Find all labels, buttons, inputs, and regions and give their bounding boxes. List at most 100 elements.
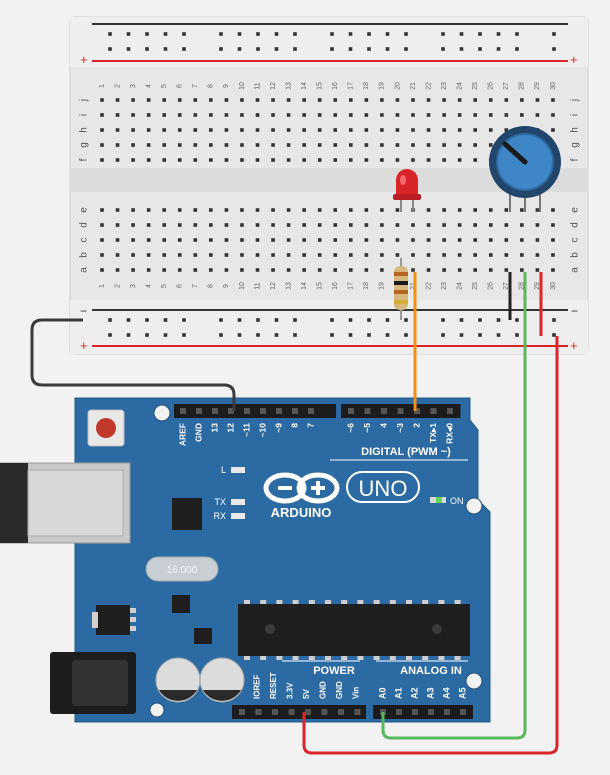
breadboard-hole[interactable] (209, 268, 213, 272)
breadboard-hole[interactable] (162, 98, 166, 102)
rail-hole[interactable] (459, 333, 464, 337)
header-pin[interactable] (212, 408, 218, 414)
breadboard-hole[interactable] (333, 158, 338, 162)
breadboard-hole[interactable] (224, 128, 229, 132)
breadboard-hole[interactable] (333, 223, 338, 227)
breadboard-hole[interactable] (131, 98, 135, 102)
breadboard-hole[interactable] (457, 113, 462, 117)
breadboard-hole[interactable] (115, 268, 120, 272)
breadboard-hole[interactable] (364, 268, 369, 272)
breadboard-hole[interactable] (349, 238, 353, 242)
breadboard-hole[interactable] (442, 208, 446, 212)
rail-hole[interactable] (145, 333, 149, 337)
breadboard-hole[interactable] (535, 98, 540, 102)
breadboard-hole[interactable] (488, 143, 493, 147)
breadboard-hole[interactable] (209, 238, 213, 242)
breadboard-hole[interactable] (100, 268, 104, 272)
rail-hole[interactable] (126, 318, 131, 322)
rail-hole[interactable] (552, 318, 556, 322)
breadboard-hole[interactable] (411, 98, 415, 102)
header-pin[interactable] (292, 408, 298, 414)
breadboard-hole[interactable] (193, 208, 198, 212)
rail-hole[interactable] (274, 333, 279, 337)
breadboard-hole[interactable] (442, 238, 446, 242)
breadboard-hole[interactable] (395, 98, 400, 102)
breadboard-hole[interactable] (504, 98, 509, 102)
breadboard-hole[interactable] (473, 208, 477, 212)
rail-hole[interactable] (108, 318, 112, 322)
breadboard-hole[interactable] (473, 98, 477, 102)
breadboard-hole[interactable] (411, 268, 415, 272)
breadboard-hole[interactable] (442, 268, 446, 272)
breadboard-hole[interactable] (380, 98, 384, 102)
breadboard-hole[interactable] (240, 208, 244, 212)
breadboard-hole[interactable] (520, 253, 524, 257)
breadboard-hole[interactable] (131, 208, 135, 212)
breadboard-hole[interactable] (209, 143, 213, 147)
breadboard-hole[interactable] (364, 143, 369, 147)
rail-hole[interactable] (404, 47, 408, 51)
breadboard-hole[interactable] (333, 253, 338, 257)
breadboard-hole[interactable] (317, 208, 322, 212)
breadboard-hole[interactable] (131, 253, 135, 257)
rail-hole[interactable] (515, 333, 519, 337)
breadboard-hole[interactable] (488, 253, 493, 257)
header-pin[interactable] (447, 408, 453, 414)
breadboard-hole[interactable] (271, 268, 275, 272)
breadboard-hole[interactable] (520, 268, 524, 272)
breadboard-hole[interactable] (255, 223, 260, 227)
breadboard-hole[interactable] (255, 128, 260, 132)
rail-hole[interactable] (478, 32, 482, 36)
breadboard-hole[interactable] (551, 268, 555, 272)
breadboard-hole[interactable] (535, 113, 540, 117)
rail-hole[interactable] (496, 333, 501, 337)
breadboard-hole[interactable] (520, 98, 524, 102)
breadboard-hole[interactable] (364, 158, 369, 162)
breadboard-hole[interactable] (255, 253, 260, 257)
breadboard-hole[interactable] (380, 208, 384, 212)
breadboard-hole[interactable] (177, 143, 182, 147)
rail-hole[interactable] (515, 32, 519, 36)
digital-pin-header[interactable] (174, 404, 461, 418)
breadboard-hole[interactable] (349, 253, 353, 257)
breadboard-hole[interactable] (255, 268, 260, 272)
breadboard-hole[interactable] (442, 98, 446, 102)
breadboard-hole[interactable] (146, 158, 151, 162)
breadboard-hole[interactable] (457, 223, 462, 227)
rail-hole[interactable] (219, 32, 223, 36)
breadboard-hole[interactable] (364, 128, 369, 132)
breadboard-hole[interactable] (395, 128, 400, 132)
rail-hole[interactable] (385, 47, 390, 51)
breadboard-hole[interactable] (535, 268, 540, 272)
breadboard-hole[interactable] (271, 158, 275, 162)
breadboard-hole[interactable] (302, 98, 306, 102)
breadboard-hole[interactable] (224, 208, 229, 212)
breadboard-hole[interactable] (100, 208, 104, 212)
breadboard-hole[interactable] (271, 253, 275, 257)
breadboard-hole[interactable] (162, 143, 166, 147)
rail-hole[interactable] (441, 32, 445, 36)
breadboard-hole[interactable] (146, 238, 151, 242)
analog-pin-header[interactable] (373, 705, 473, 719)
rail-hole[interactable] (237, 32, 242, 36)
breadboard-hole[interactable] (115, 113, 120, 117)
breadboard-hole[interactable] (380, 128, 384, 132)
header-pin[interactable] (381, 408, 387, 414)
breadboard-hole[interactable] (286, 113, 291, 117)
rail-hole[interactable] (126, 32, 131, 36)
header-pin[interactable] (444, 709, 450, 715)
wire-wiper-a0[interactable] (381, 272, 527, 740)
rail-hole[interactable] (348, 333, 353, 337)
breadboard-hole[interactable] (349, 208, 353, 212)
breadboard-hole[interactable] (177, 128, 182, 132)
header-pin[interactable] (412, 709, 418, 715)
breadboard-hole[interactable] (349, 268, 353, 272)
breadboard-hole[interactable] (442, 253, 446, 257)
rail-hole[interactable] (145, 47, 149, 51)
breadboard-hole[interactable] (349, 128, 353, 132)
header-pin[interactable] (430, 408, 437, 414)
breadboard-hole[interactable] (395, 113, 400, 117)
header-pin[interactable] (239, 709, 245, 715)
header-pin[interactable] (364, 408, 371, 414)
breadboard-hole[interactable] (193, 253, 198, 257)
